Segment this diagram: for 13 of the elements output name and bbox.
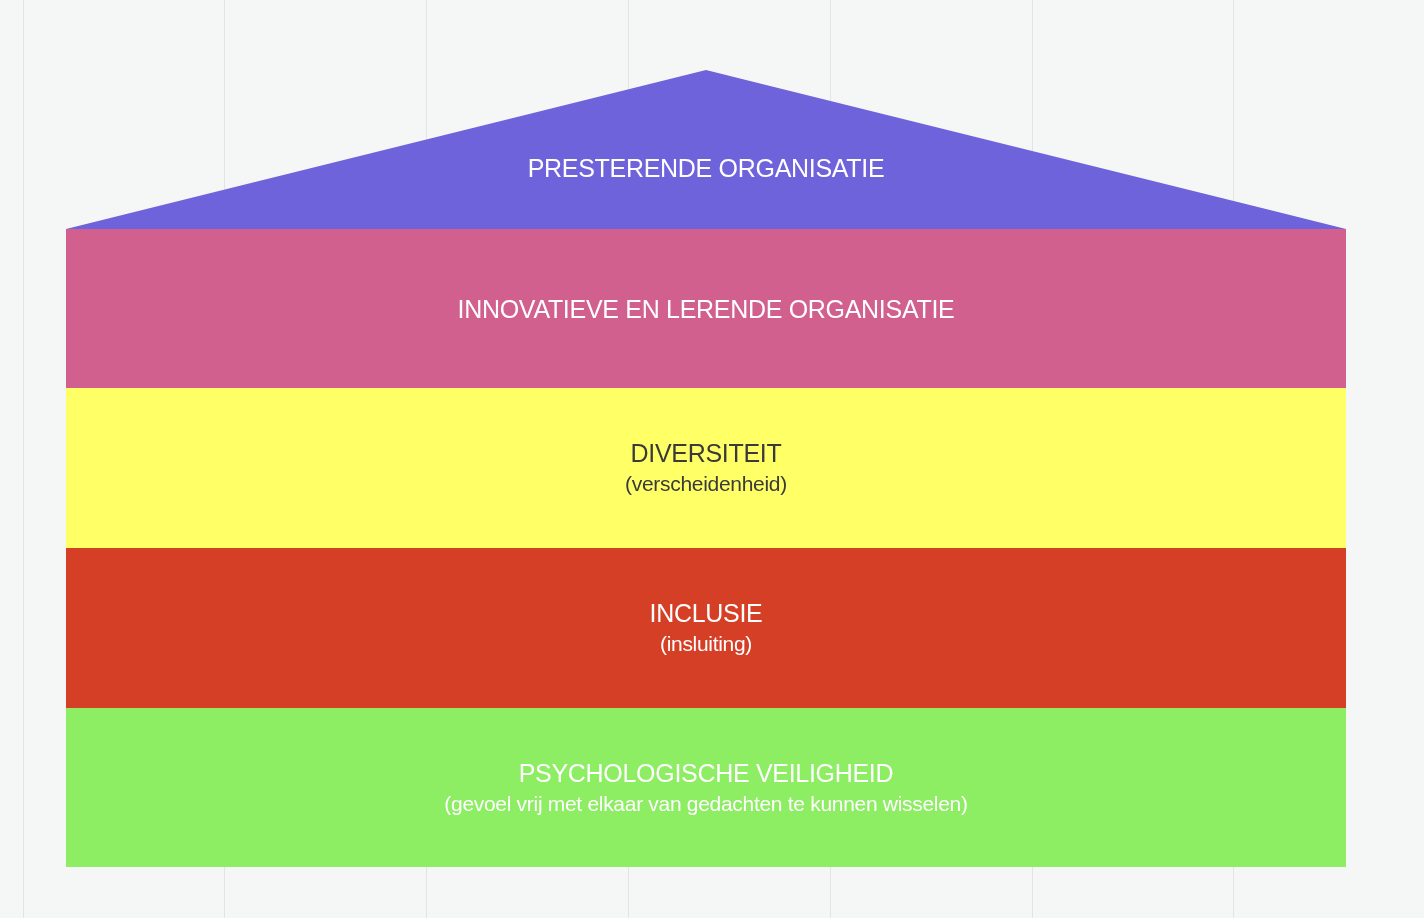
layer-title: INNOVATIEVE EN LERENDE ORGANISATIE — [457, 293, 955, 325]
layer-subtitle: (insluiting) — [659, 631, 753, 657]
layer-title: PSYCHOLOGISCHE VEILIGHEID — [518, 757, 894, 789]
layer-band — [66, 229, 1346, 388]
layer-subtitle: (verscheidenheid) — [625, 471, 787, 497]
layer-title: DIVERSITEIT — [630, 438, 782, 469]
layer-band — [66, 388, 1346, 548]
roof-triangle — [66, 70, 1346, 229]
layer-title: PRESTERENDE ORGANISATIE — [527, 153, 885, 184]
layer-band — [66, 708, 1346, 867]
layer-subtitle: (gevoel vrij met elkaar van gedachten te kunnen wisselen) — [444, 790, 968, 817]
layer-title: INCLUSIE — [649, 598, 763, 629]
layer-band — [66, 548, 1346, 708]
